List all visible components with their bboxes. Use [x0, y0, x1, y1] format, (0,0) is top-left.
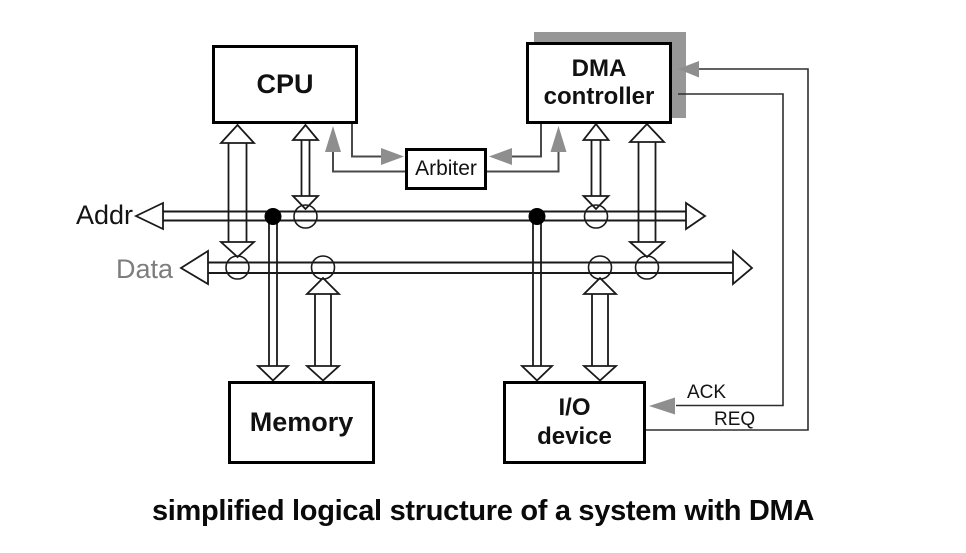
arbiter-to-dma-line [487, 150, 560, 173]
cpu-data-down-arrow-icon [218, 241, 257, 259]
handshake-lines [646, 68, 809, 431]
data-memory-up-arrow-icon [304, 276, 342, 295]
arbiter-lines [332, 124, 560, 173]
cpu-box: CPU [212, 45, 358, 124]
memory-box: Memory [228, 381, 375, 464]
addr-io-down-arrow-icon [519, 365, 555, 382]
connector-lines [227, 138, 657, 368]
bus-junction-circles [225, 204, 660, 280]
ack-arrowhead-into-io-icon [649, 397, 675, 415]
data-io-down-arrow-icon [581, 365, 619, 382]
addr-bus-label: Addr [76, 200, 134, 230]
diagram-caption: simplified logical structure of a system… [151, 495, 815, 527]
io-addr-junction-dot [528, 208, 546, 225]
arrowhead-into-arbiter-left-icon [381, 148, 404, 165]
memory-addr-junction-dot [264, 208, 282, 225]
addr-bus-right-arrow-icon [685, 201, 707, 231]
arrowhead-into-cpu-icon [325, 126, 341, 152]
open-arrowheads [133, 122, 754, 382]
cpu-data-up-arrow-icon [218, 123, 257, 144]
arbiter-to-cpu-line [332, 150, 405, 173]
ack-signal-label: ACK [687, 382, 727, 403]
data-bus-left-arrow-icon [179, 249, 209, 286]
dma-to-arbiter-line [512, 124, 542, 158]
arrowhead-into-dma-icon [550, 126, 567, 152]
data-bus-label: Data [116, 254, 174, 284]
req-arrowhead-into-dma-icon [678, 61, 699, 78]
bus-lines [161, 210, 735, 274]
memory-data-junction-circle [310, 255, 336, 280]
cpu-addr-down-arrow-icon [290, 195, 321, 211]
arbiter-label: Arbiter [415, 156, 477, 180]
arrowhead-into-arbiter-right-icon [489, 148, 512, 165]
addr-memory-down-arrow-icon [255, 365, 291, 382]
cpu-data-junction-circle [225, 255, 250, 280]
cpu-to-arbiter-line [351, 124, 382, 158]
req-signal-label: REQ [714, 409, 756, 430]
io-device-label: I/O device [537, 394, 612, 450]
dma-addr-down-arrow-icon [581, 195, 611, 211]
data-io-up-arrow-icon [581, 276, 619, 295]
dma-controller-label: DMA controller [543, 54, 655, 110]
cpu-label: CPU [256, 68, 314, 99]
dma-addr-junction-circle [583, 204, 609, 229]
arbiter-box: Arbiter [405, 148, 487, 190]
dma-data-down-arrow-icon [627, 241, 667, 259]
io-device-box: I/O device [503, 381, 646, 464]
addr-bus-left-arrow-icon [133, 201, 164, 231]
data-bus-right-arrow-icon [732, 248, 754, 286]
io-data-junction-circle [587, 255, 613, 280]
ack-line [676, 93, 784, 407]
memory-label: Memory [249, 406, 354, 437]
data-memory-down-arrow-icon [304, 365, 342, 382]
dma-data-junction-circle [634, 255, 660, 280]
dma-addr-up-arrow-icon [581, 122, 611, 141]
cpu-addr-up-arrow-icon [291, 123, 320, 141]
req-line [646, 68, 809, 431]
cpu-addr-junction-circle [293, 204, 318, 229]
dma-controller-box: DMA controller [526, 42, 672, 124]
dma-data-up-arrow-icon [627, 122, 667, 143]
